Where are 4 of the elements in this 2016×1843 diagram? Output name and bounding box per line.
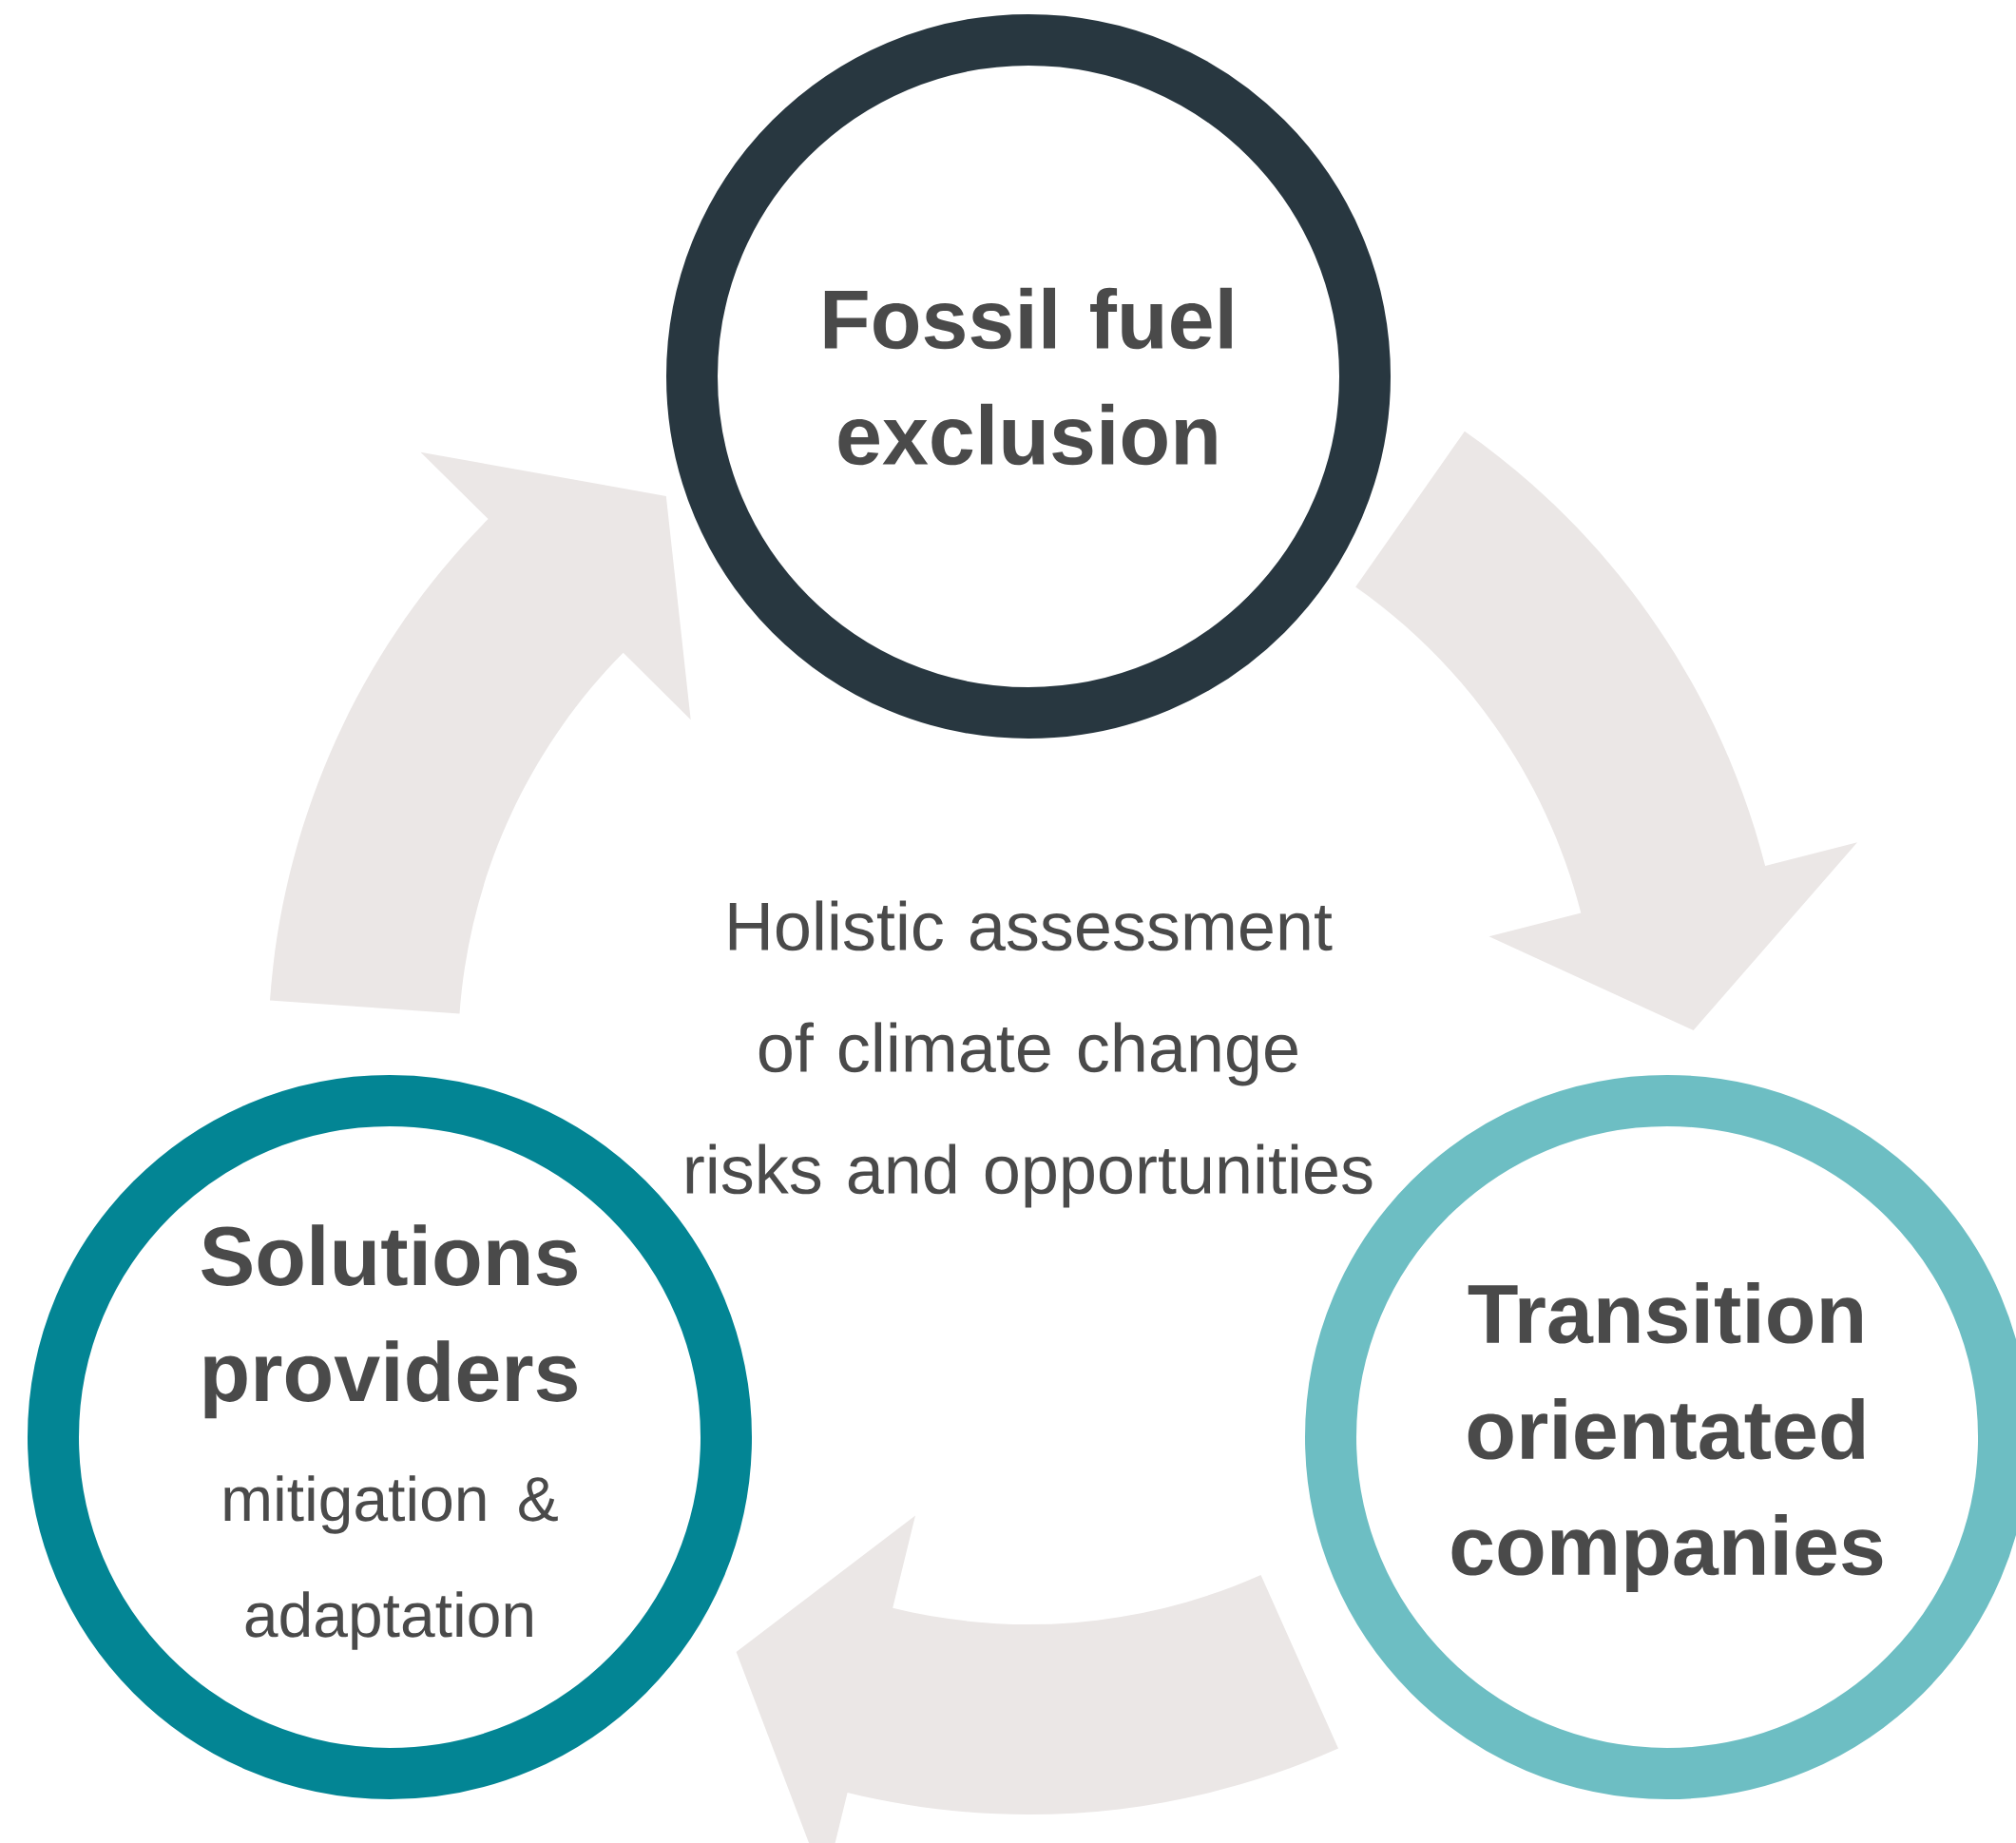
cycle-arrow (736, 1515, 1338, 1843)
cycle-arrow (270, 451, 691, 1014)
circle-node: Fossil fuel exclusion (666, 13, 1391, 739)
cycle-arrow (1355, 431, 1857, 1030)
